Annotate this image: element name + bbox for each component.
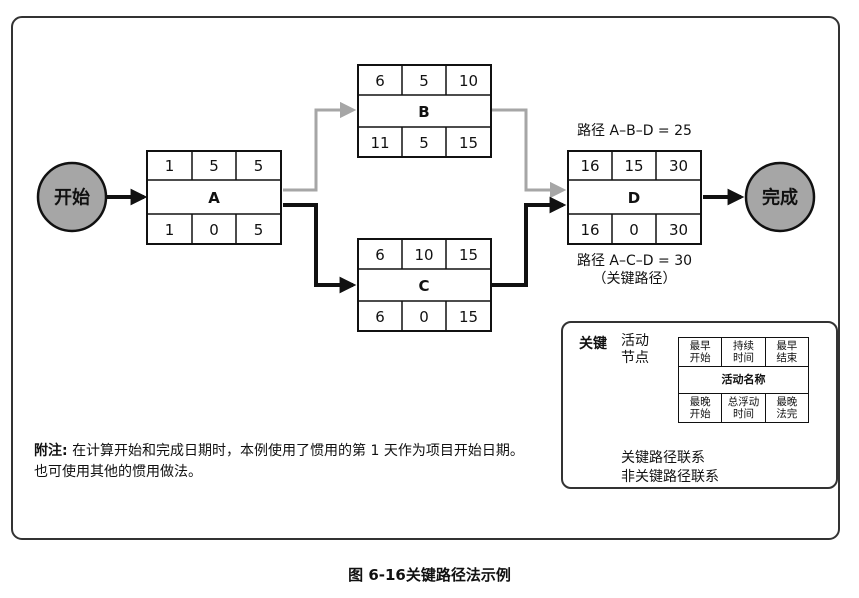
link-a-c (283, 203, 357, 294)
node-a-late-start: 1 (165, 221, 175, 239)
node-b-early-start: 6 (375, 72, 385, 90)
legend-node-label-line1: 活动 (621, 333, 649, 349)
legend-node-label: 活动 节点 (621, 333, 649, 367)
activity-node-d: 16 15 30 D 16 0 30 (567, 150, 702, 245)
legend-activity-name: 活动名称 (679, 366, 808, 394)
node-b-early-finish: 10 (459, 72, 478, 90)
node-c-name: C (418, 277, 429, 295)
legend-top-row: 最早开始 持续时间 最早结束 (679, 338, 808, 366)
node-d-early-finish: 30 (669, 157, 688, 175)
node-a-early-finish: 5 (254, 157, 264, 175)
legend-node-label-line2: 节点 (621, 350, 649, 366)
path-acd-label: 路径 A–C–D = 30 (576, 253, 693, 269)
node-c-early-finish: 15 (459, 246, 478, 264)
footnote-label: 附注: (34, 443, 68, 459)
legend-late-start: 最晚开始 (679, 394, 723, 422)
legend-early-finish: 最早结束 (776, 340, 798, 364)
activity-node-c: 6 10 15 C 6 0 15 (357, 238, 492, 332)
node-b-late-finish: 15 (459, 134, 478, 152)
link-b-d (490, 108, 567, 199)
node-c-late-finish: 15 (459, 308, 478, 326)
node-c-total-float: 0 (419, 308, 429, 326)
node-c-late-start: 6 (375, 308, 385, 326)
figure-caption: 图 6-16关键路径法示例 (348, 566, 511, 584)
node-a-duration: 5 (209, 157, 219, 175)
node-b-name: B (418, 103, 429, 121)
path-abd-label: 路径 A–B–D = 25 (577, 123, 692, 139)
link-c-d (490, 196, 567, 287)
node-d-late-start: 16 (580, 221, 599, 239)
finish-node: 完成 (744, 161, 816, 233)
link-a-b (283, 101, 357, 192)
activity-node-a: 1 5 5 A 1 0 5 (146, 150, 282, 245)
legend-title: 关键 (579, 336, 607, 352)
legend-late-finish: 最晚法完 (776, 396, 798, 420)
node-d-duration: 15 (624, 157, 643, 175)
node-d-late-finish: 30 (669, 221, 688, 239)
legend-critical-label: 关键路径联系 (621, 450, 705, 466)
start-node: 开始 (36, 161, 108, 233)
finish-label: 完成 (762, 187, 798, 209)
outer-frame (11, 16, 840, 540)
node-a-name: A (208, 189, 220, 207)
node-b-total-float: 5 (419, 134, 429, 152)
node-c-early-start: 6 (375, 246, 385, 264)
node-c-duration: 10 (414, 246, 433, 264)
legend-box: 关键 活动 节点 最早开始 持续时间 最早结束 活动名称 最晚开始 总浮动时间 … (561, 321, 838, 489)
legend-duration: 持续时间 (722, 338, 766, 366)
node-b-late-start: 11 (370, 134, 389, 152)
start-label: 开始 (54, 187, 90, 209)
legend-node-sample: 最早开始 持续时间 最早结束 活动名称 最晚开始 总浮动时间 最晚法完 (678, 337, 809, 423)
legend-bottom-row: 最晚开始 总浮动时间 最晚法完 (679, 394, 808, 422)
footnote: 附注: 在计算开始和完成日期时，本例使用了惯用的第 1 天作为项目开始日期。也可… (34, 441, 534, 483)
activity-node-b: 6 5 10 B 11 5 15 (357, 64, 492, 158)
node-d-early-start: 16 (580, 157, 599, 175)
footnote-text: 在计算开始和完成日期时，本例使用了惯用的第 1 天作为项目开始日期。也可使用其他… (34, 443, 524, 480)
critical-path-label: （关键路径） (592, 271, 677, 287)
legend-early-start: 最早开始 (679, 338, 723, 366)
node-d-name: D (628, 189, 640, 207)
node-a-early-start: 1 (165, 157, 175, 175)
node-b-duration: 5 (419, 72, 429, 90)
legend-noncritical-label: 非关键路径联系 (621, 469, 719, 485)
node-a-late-finish: 5 (254, 221, 264, 239)
node-a-total-float: 0 (209, 221, 219, 239)
node-d-total-float: 0 (629, 221, 639, 239)
legend-total-float: 总浮动时间 (722, 394, 766, 422)
